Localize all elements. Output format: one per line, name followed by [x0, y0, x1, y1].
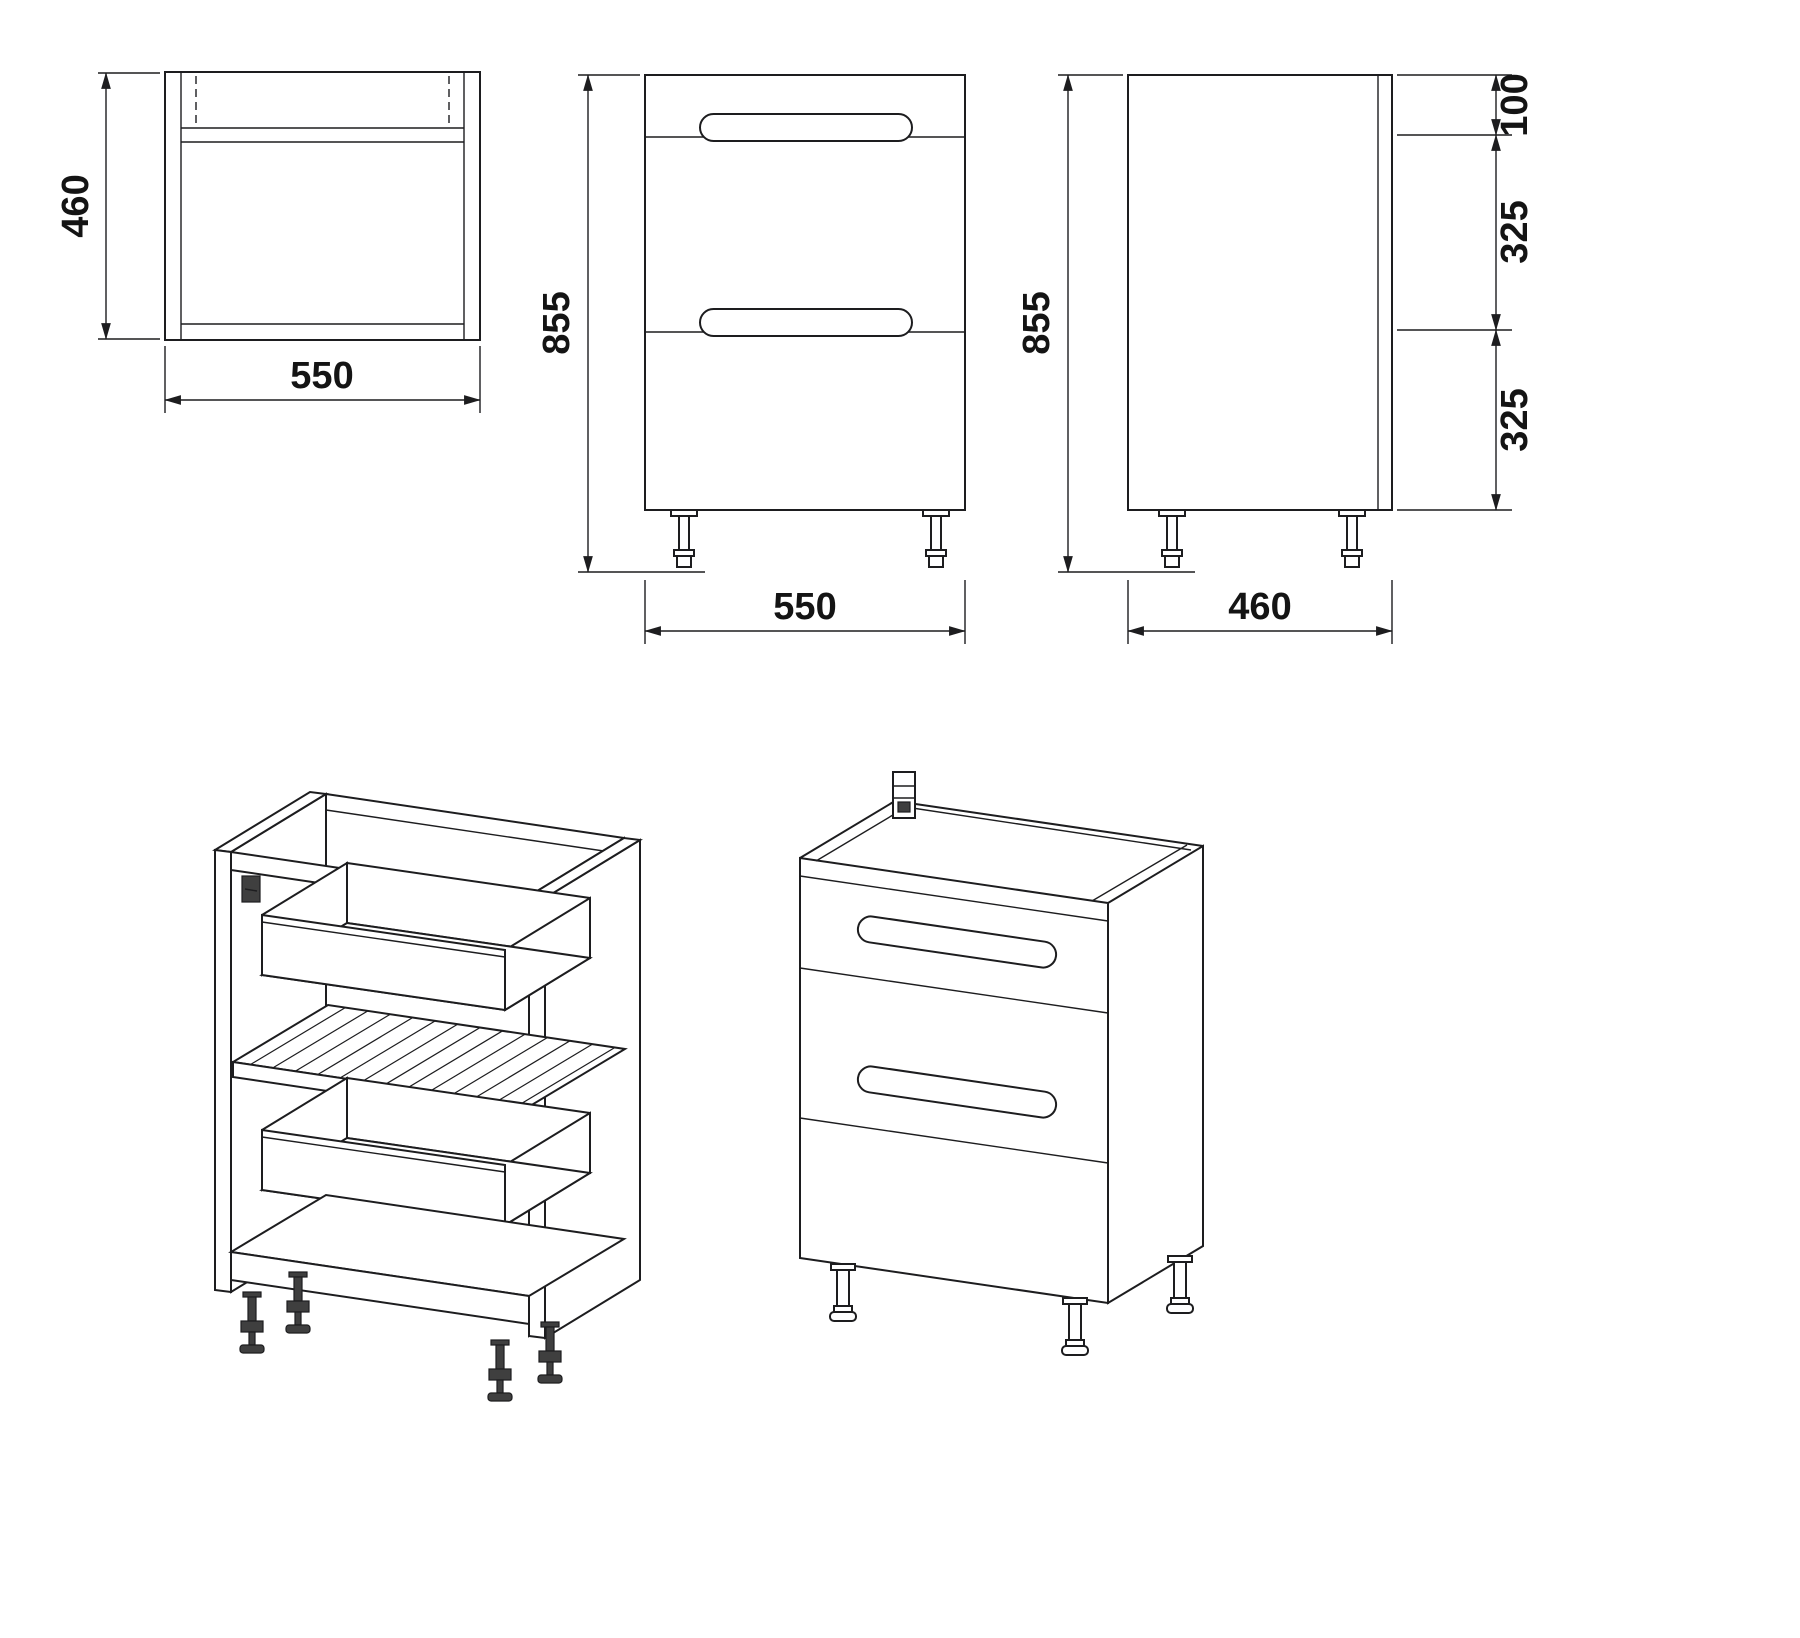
drawer-handle-bottom — [856, 1065, 1058, 1119]
dim-extension-lines — [578, 74, 705, 573]
dim-front-height: 855 — [536, 74, 705, 573]
top-view-hidden-lines — [195, 76, 450, 128]
iso-assembled-view — [799, 771, 1204, 1356]
cabinet-leg — [1061, 1297, 1089, 1356]
bracket-slot — [897, 801, 911, 813]
bracket-detail-lines — [893, 785, 915, 799]
dim-side-depth-label: 460 — [1228, 586, 1291, 628]
dim-front-width: 550 — [644, 580, 966, 644]
adjustable-foot — [487, 1339, 513, 1402]
dim-front-height-label: 855 — [536, 291, 578, 354]
dim-extension-lines — [98, 72, 160, 340]
cabinet-leg — [670, 509, 698, 568]
dim-side-depth: 460 — [1127, 580, 1393, 644]
slide-bracket-slot — [244, 888, 258, 892]
front-view-outline — [644, 74, 966, 511]
dim-segment-top-label: 100 — [1494, 73, 1536, 136]
drawer-front-edge-line — [261, 921, 506, 958]
drawer-handle-top — [856, 915, 1058, 969]
dim-top-width-label: 550 — [290, 355, 353, 397]
top-view-outline — [164, 71, 481, 341]
dim-extension-lines — [1397, 74, 1512, 511]
dim-top-depth-label: 460 — [55, 174, 97, 237]
cabinet-leg — [1158, 509, 1186, 568]
upper-drawer-box — [259, 861, 593, 1012]
iso-carcass-view — [212, 790, 643, 1402]
left-panel-front-edge — [214, 848, 232, 1294]
back-rail-edge — [325, 809, 625, 855]
top-view-inner-lines — [180, 72, 465, 340]
drawer-gap-lines — [799, 875, 1109, 1164]
drawer-front-edge-line — [261, 1136, 506, 1173]
right-side-panel — [1107, 844, 1204, 1305]
mounting-bracket — [892, 771, 916, 819]
slide-bracket-left — [241, 875, 261, 903]
top-rim-inner-edges — [815, 805, 1192, 902]
drawer-handle-top — [699, 113, 913, 142]
top-rim-edges — [799, 800, 1204, 859]
lower-drawer-box — [259, 1076, 593, 1227]
dim-front-width-label: 550 — [773, 586, 836, 628]
cabinet-leg — [829, 1263, 857, 1322]
adjustable-foot — [239, 1291, 265, 1354]
dim-extension-lines — [1058, 74, 1195, 573]
dim-top-width: 550 — [164, 346, 481, 413]
top-view: 460 550 — [55, 71, 481, 413]
cabinet-leg — [922, 509, 950, 568]
side-view-outline — [1127, 74, 1393, 511]
dim-side-segments: 100 325 325 — [1397, 73, 1536, 511]
dim-side-height: 855 — [1016, 74, 1195, 573]
side-view: 855 100 325 325 460 — [1016, 73, 1536, 644]
dim-segment-middle-label: 325 — [1494, 200, 1536, 263]
dim-top-depth: 460 — [55, 72, 160, 340]
dim-side-height-label: 855 — [1016, 291, 1058, 354]
bottom-panel-front-face — [230, 1250, 530, 1326]
dim-segment-bottom-label: 325 — [1494, 388, 1536, 451]
cabinet-leg — [1338, 509, 1366, 568]
front-view: 855 550 — [536, 74, 966, 644]
drawer-handle-bottom — [699, 308, 913, 337]
drawer-separation-lines — [645, 136, 965, 333]
drawer-front-wall — [261, 913, 506, 1012]
